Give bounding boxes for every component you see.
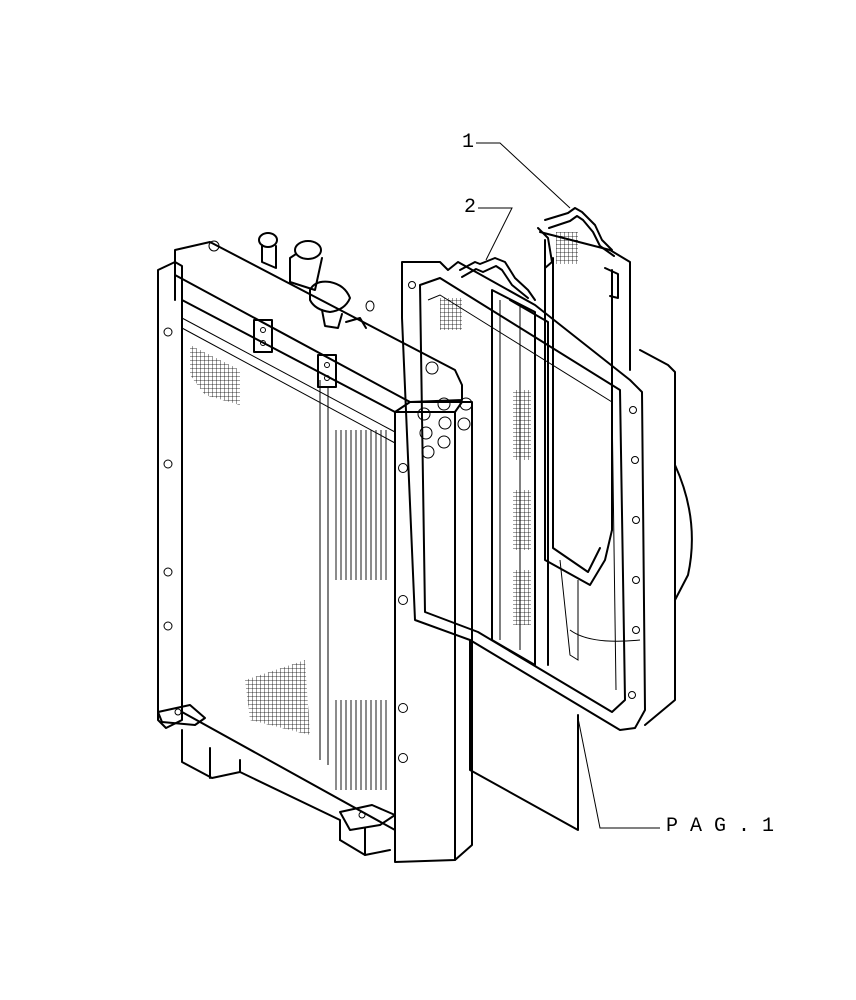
mesh-patch bbox=[556, 232, 578, 264]
fan-shroud bbox=[401, 261, 693, 831]
flange-bolt-holes bbox=[408, 281, 640, 699]
radiator bbox=[157, 232, 473, 863]
core-fins bbox=[335, 430, 390, 580]
core-mesh bbox=[245, 660, 310, 735]
left-foot-bracket bbox=[157, 704, 206, 726]
pipe-fittings bbox=[258, 232, 375, 329]
right-foot-bracket bbox=[339, 804, 396, 831]
filter-screen-1 bbox=[537, 207, 631, 661]
mount-block bbox=[253, 319, 273, 353]
callout-label-1: 1 bbox=[462, 131, 474, 154]
core-fins bbox=[335, 700, 390, 790]
leader-line-pag bbox=[577, 717, 660, 829]
leader-line-1 bbox=[476, 142, 571, 209]
filter-screen-2 bbox=[459, 257, 549, 666]
page-reference-label: P A G . 1 bbox=[666, 815, 774, 838]
mesh-strip bbox=[513, 390, 531, 460]
right-column-bolts bbox=[398, 397, 473, 763]
callout-label-2: 2 bbox=[464, 196, 476, 219]
leader-line-2 bbox=[478, 207, 513, 261]
mesh-strip bbox=[513, 490, 531, 550]
core-mesh bbox=[190, 345, 240, 405]
mesh-strip bbox=[513, 570, 531, 625]
left-plate-bolts bbox=[163, 327, 173, 631]
mesh-patch bbox=[440, 298, 462, 330]
